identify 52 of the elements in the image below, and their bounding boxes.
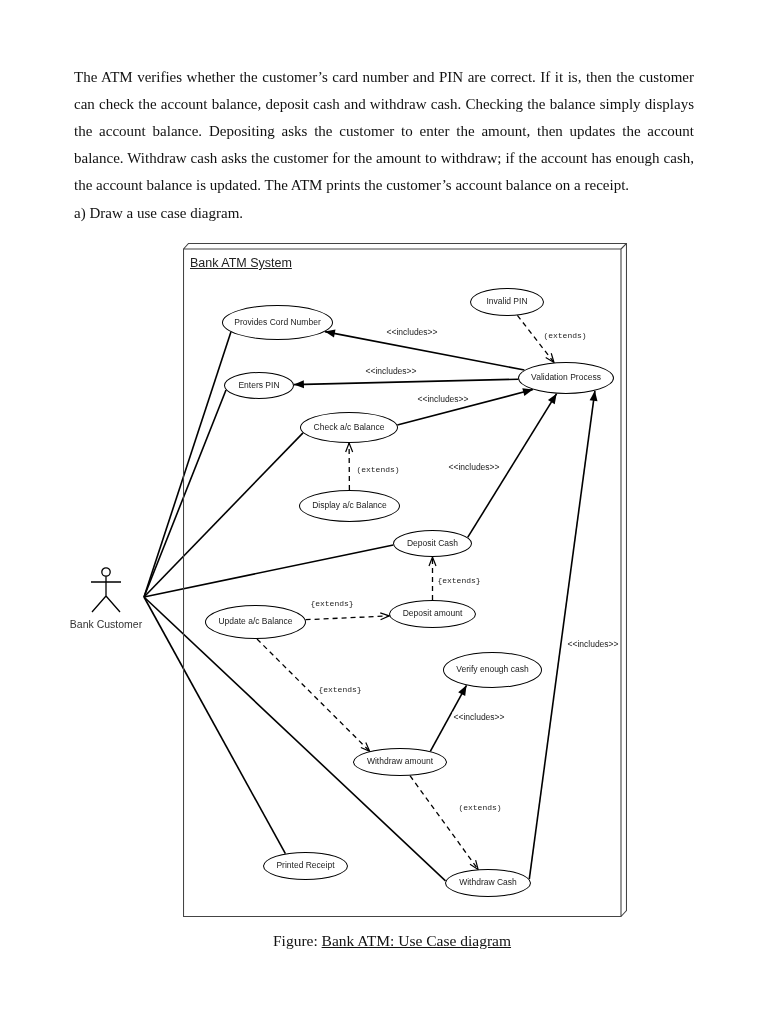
use-case-name: Provides Cord Number: [234, 317, 321, 328]
association-line: [143, 432, 304, 598]
arrow: [466, 392, 558, 539]
use-case-name: Check a/c Balance: [313, 422, 385, 433]
use-case-name: Withdraw Cash: [459, 878, 517, 888]
dashed-arrow: [304, 612, 391, 621]
use-case-ellipse: [224, 372, 294, 399]
dashed-arrow: [428, 556, 437, 601]
actor-name: Bank Customer: [68, 619, 144, 631]
arrow: [396, 388, 534, 426]
use-case-name: Update a/c Balance: [218, 617, 293, 627]
use-case-name: Verify enough cash: [456, 665, 529, 675]
edge-label: <<includes>>: [447, 461, 501, 473]
use-case-name: Enters PIN: [238, 380, 280, 391]
arrow: [528, 390, 598, 880]
edge-label: (extends): [457, 803, 503, 813]
edge-label: <<includes>>: [416, 393, 470, 405]
dashed-arrow: [409, 775, 479, 871]
use-case-ellipse: [445, 869, 531, 897]
use-case-name: Deposit amount: [402, 609, 463, 619]
edge-label: <<includes>>: [452, 711, 506, 723]
edge-label: <<includes>>: [364, 365, 418, 377]
task-instruction: a) Draw a use case diagram.: [74, 204, 244, 223]
use-case-name: Invalid PIN: [486, 297, 528, 307]
dashed-arrow: [345, 442, 354, 491]
use-case-ellipse: [222, 305, 333, 340]
use-case-ellipse: [518, 362, 614, 394]
use-case-ellipse: [393, 530, 472, 557]
edge-label: {extends}: [436, 576, 482, 586]
dashed-arrow: [256, 638, 371, 752]
dashed-arrow: [516, 314, 555, 364]
use-case-name: Display a/c Balance: [312, 501, 387, 511]
problem-statement: The ATM verifies whether the customer’s card number and PIN are correct. If it is, then the customer can check the account balance, deposit cash and withdraw cash. Checking the balance simply displays the account balance. Depositing asks the customer to enter the amount, then updates the account balance. Withdraw cash asks the customer for the amount to withdraw; if the account has enough cash, the account balance is updated. The ATM prints the customer’s account balance on a receipt.: [74, 68, 694, 195]
edge-label: (extends): [542, 331, 588, 341]
edge-label: {extends}: [317, 685, 363, 695]
association-line: [143, 389, 227, 598]
use-case-name: Deposit Cash: [407, 538, 458, 549]
association-line: [143, 596, 447, 882]
association-line: [143, 544, 395, 598]
use-case-name: Printed Receipt: [276, 861, 335, 871]
use-case-ellipse: [300, 412, 398, 443]
edge-label: {extends}: [309, 599, 355, 609]
arrow: [324, 329, 526, 371]
figure-caption: Figure: Bank ATM: Use Case diagram: [272, 932, 512, 951]
use-case-name: Withdraw amount: [366, 757, 434, 767]
use-case-name: Validation Process: [531, 373, 601, 383]
arrow: [429, 684, 468, 753]
arrow: [293, 378, 519, 389]
system-name: Bank ATM System: [190, 257, 292, 271]
edge-label: <<includes>>: [385, 326, 439, 338]
edge-label: <<includes>>: [566, 638, 620, 650]
edge-label: (extends): [355, 465, 401, 475]
